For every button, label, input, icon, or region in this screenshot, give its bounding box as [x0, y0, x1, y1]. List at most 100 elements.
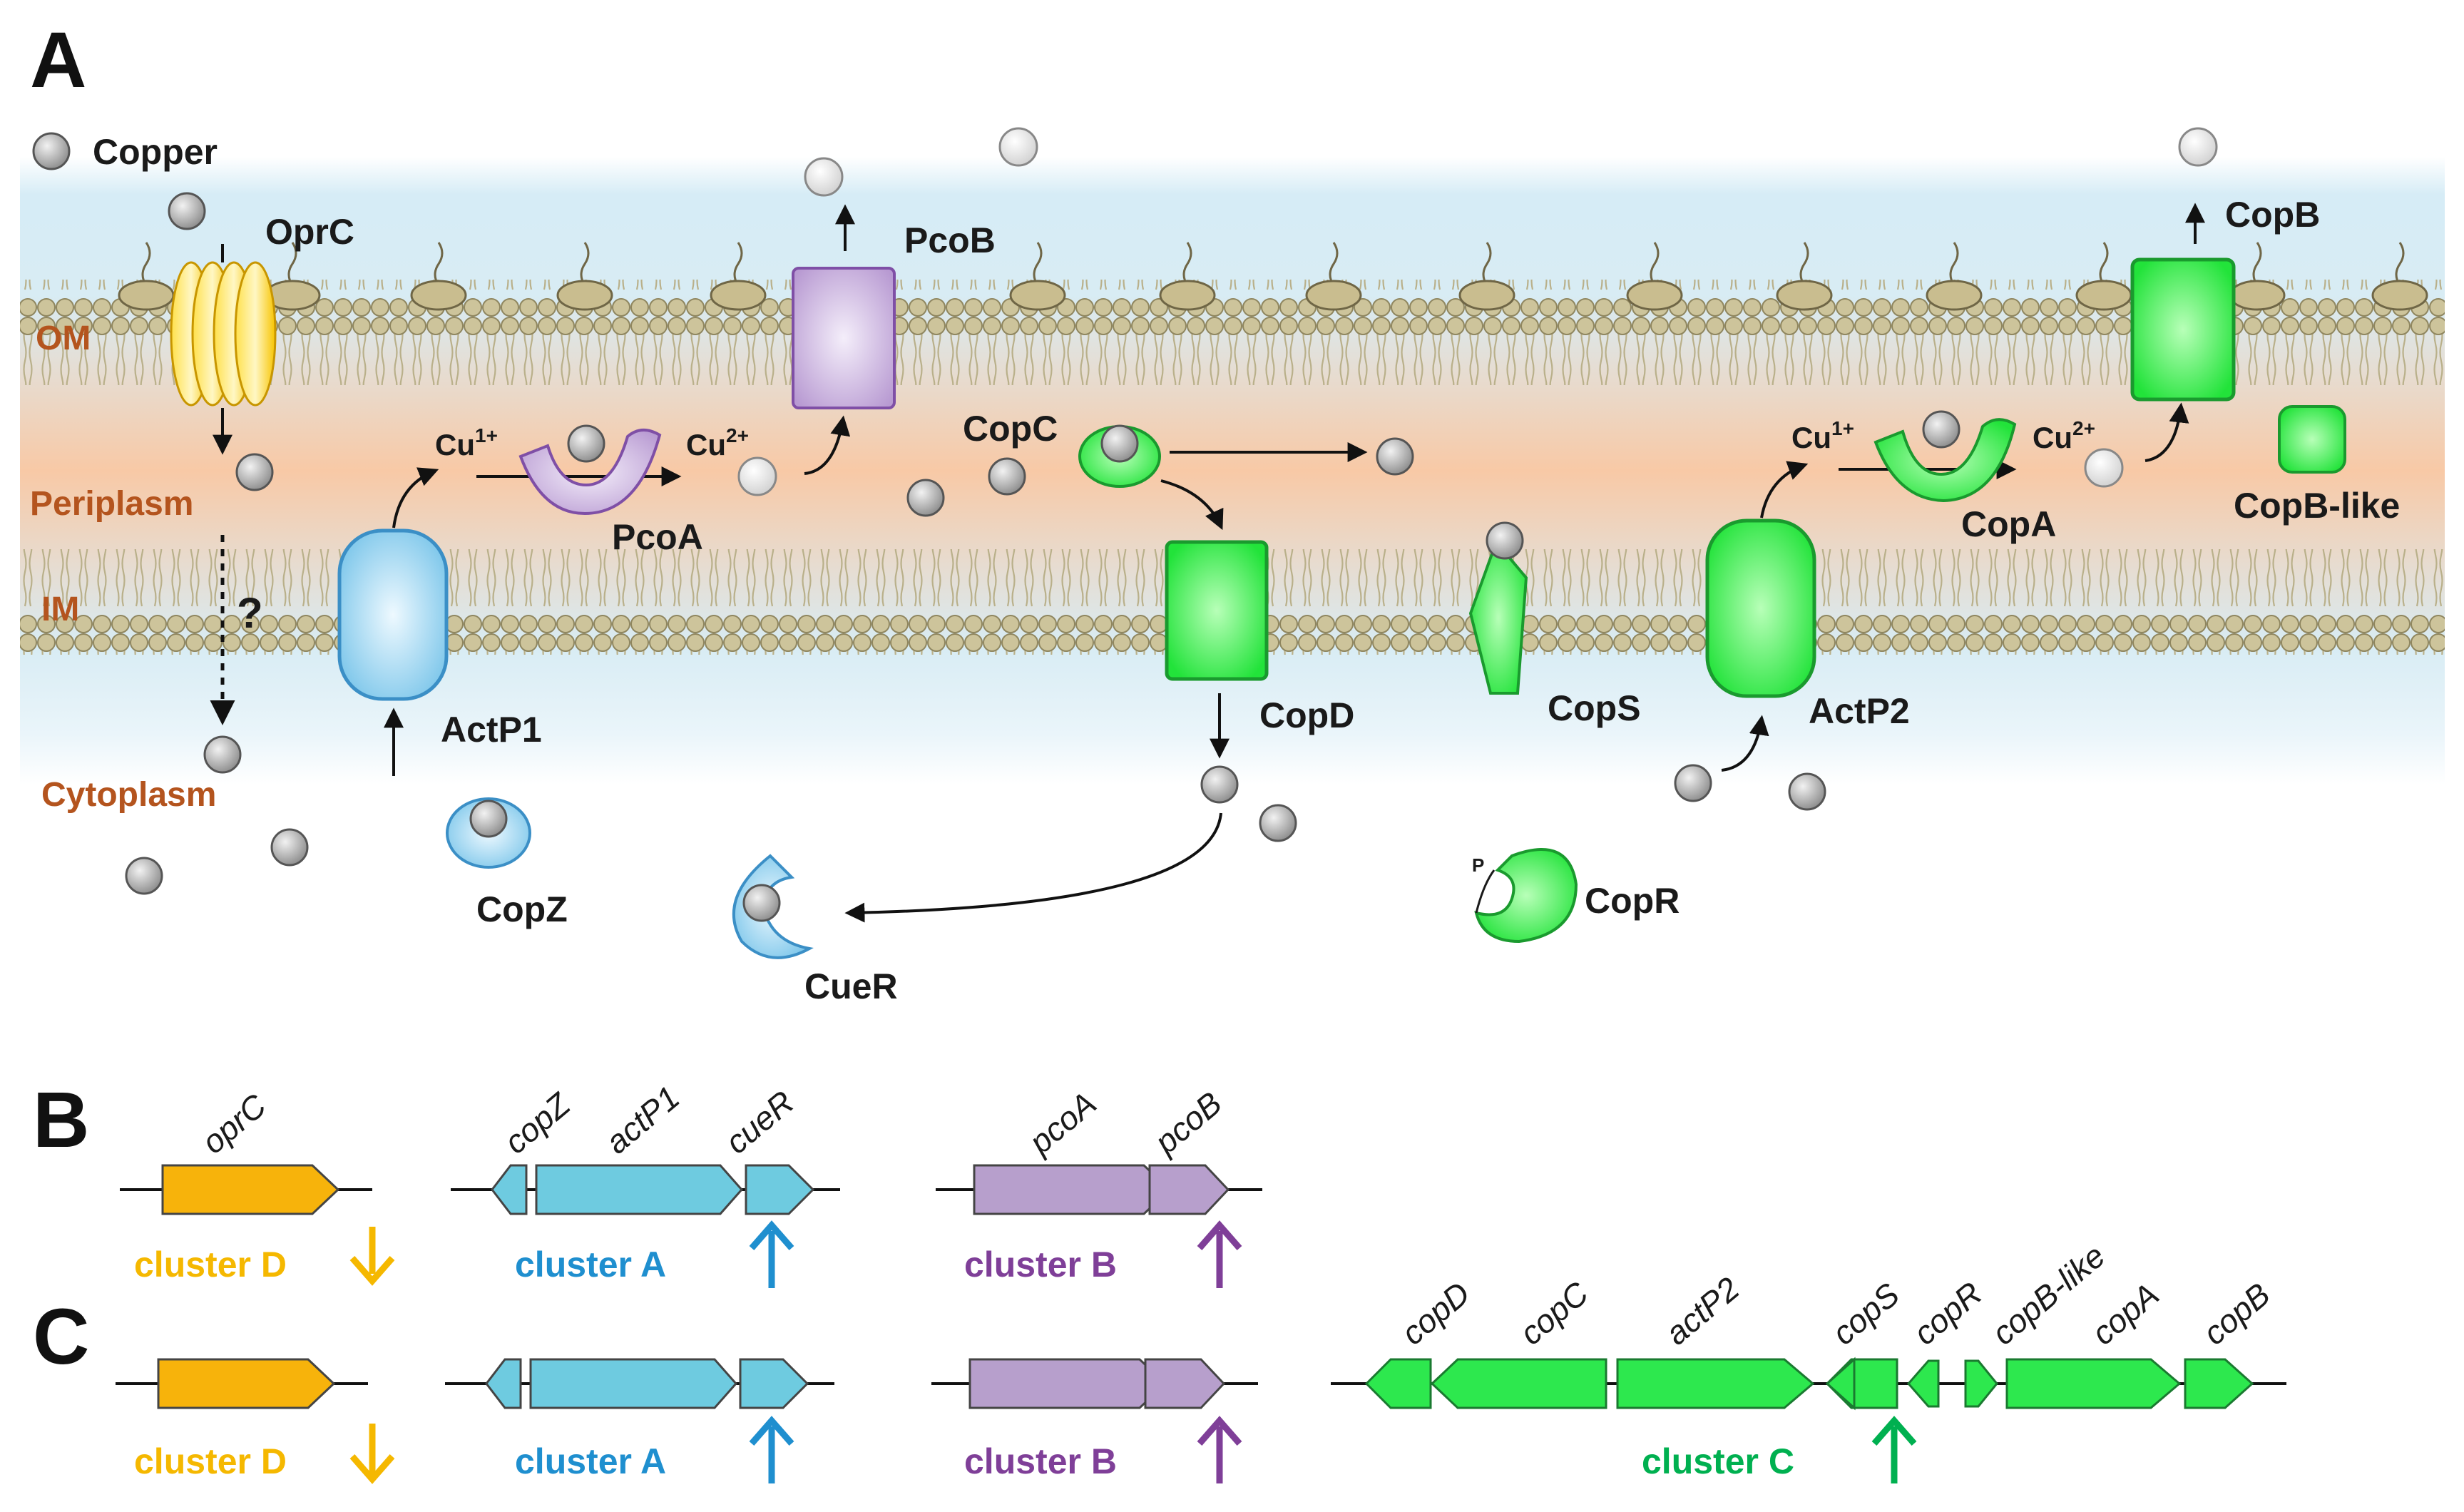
- label-cu2-right: Cu2+: [2033, 417, 2095, 454]
- gene-label-pcoa-b: pcoA: [1021, 1084, 1103, 1162]
- lps-decorations: [118, 242, 2428, 311]
- copper-ion: [203, 735, 242, 774]
- cluster-d-arrow-b: [349, 1256, 395, 1286]
- pcob-efflux: [792, 267, 896, 409]
- gene-pcoa-c: [968, 1358, 1167, 1409]
- gene-cops-c: [1853, 1358, 1898, 1409]
- label-oprc: OprC: [265, 212, 354, 252]
- copper-legend-label: Copper: [93, 132, 218, 172]
- gene-label-copb: copB: [2196, 1275, 2277, 1352]
- label-copa: CopA: [1961, 504, 2056, 544]
- cluster-b-label-b: cluster B: [964, 1245, 1117, 1284]
- label-copb-like: CopB-like: [2234, 486, 2400, 526]
- gene-cuer-c: [739, 1358, 809, 1409]
- gene-label-copr: copR: [1906, 1275, 1989, 1352]
- pcoa-oxidase: [518, 424, 662, 516]
- cops-sensor-kinase: [1468, 521, 1528, 695]
- gene-pcob-b: [1148, 1164, 1230, 1215]
- copper-ion-oxidized: [2178, 127, 2218, 167]
- gene-label-oprc-b: oprC: [195, 1086, 273, 1160]
- region-periplasm: Periplasm: [30, 485, 193, 523]
- gene-copr-c: [1907, 1359, 1940, 1408]
- region-cytoplasm: Cytoplasm: [41, 776, 216, 814]
- gene-cuer-b: [745, 1164, 815, 1215]
- gene-copb-like-c: [1964, 1359, 1998, 1408]
- gene-copd-c: [1364, 1358, 1432, 1409]
- gene-label-copc: copC: [1513, 1274, 1595, 1352]
- cluster-d-label-c: cluster D: [134, 1441, 287, 1481]
- copa-oxidase: [1873, 410, 2017, 503]
- copper-legend-ball: [32, 132, 71, 170]
- copz-chaperone: [446, 797, 531, 869]
- gene-oprc-b: [161, 1164, 340, 1215]
- label-cu2-left: Cu2+: [686, 424, 749, 461]
- cluster-b-arrow-b: [1197, 1220, 1242, 1250]
- gene-copa-c: [2005, 1358, 2182, 1409]
- gene-copz-b: [491, 1164, 528, 1215]
- copper-ion: [906, 479, 945, 517]
- gene-label-cuer-b: cueR: [718, 1083, 801, 1161]
- label-copr: CopR: [1585, 881, 1680, 921]
- gene-copb-c: [2184, 1358, 2254, 1409]
- actp2-transporter: [1705, 519, 1816, 698]
- cluster-b-label-c: cluster B: [964, 1441, 1117, 1481]
- cluster-b-arrow-c: [1197, 1416, 1242, 1446]
- panel-a: A Copper OM Periplasm IM Cytoplasm OprC …: [20, 16, 2445, 1006]
- cluster-a-label-b: cluster A: [515, 1245, 666, 1284]
- copper-ion-oxidized: [737, 456, 777, 496]
- copper-ion-oxidized: [998, 127, 1038, 167]
- copper-ion: [125, 857, 163, 895]
- panel-letter-b: B: [33, 1076, 89, 1164]
- gene-oprc-c: [157, 1358, 336, 1409]
- copper-ion: [1788, 772, 1826, 811]
- copper-ion: [270, 828, 309, 867]
- gene-actp2-c: [1616, 1358, 1815, 1409]
- panel-c: C cluster D cluster A cluster B: [33, 1237, 2286, 1484]
- gene-label-copz-b: copZ: [497, 1085, 578, 1161]
- panel-b: B oprC cluster D copZ actP1 cueR cluster…: [33, 1076, 1262, 1288]
- gene-label-cops: copS: [1825, 1275, 1906, 1352]
- panel-letter-a: A: [30, 16, 86, 104]
- cluster-a-arrow-c: [749, 1416, 794, 1446]
- label-actp1: ActP1: [441, 710, 542, 750]
- phospho-mark: P: [1472, 854, 1484, 876]
- cuer-regulator: [732, 854, 814, 959]
- panel-letter-c: C: [33, 1293, 89, 1381]
- copb-efflux: [2130, 257, 2236, 402]
- copd-importer: [1165, 540, 1269, 681]
- gene-label-copa: copA: [2085, 1275, 2166, 1352]
- label-cu1-right: Cu1+: [1791, 417, 1854, 454]
- gene-pcoa-b: [973, 1164, 1172, 1215]
- cluster-c-arrow: [1871, 1416, 1917, 1446]
- label-copb: CopB: [2225, 195, 2320, 235]
- label-cu1-left: Cu1+: [435, 424, 498, 461]
- cluster-d-label-b: cluster D: [134, 1245, 287, 1284]
- gene-label-copb-like: copB-like: [1985, 1237, 2112, 1352]
- label-pcob: PcoB: [904, 220, 996, 260]
- unknown-transport-mark: ?: [237, 589, 263, 637]
- copper-ion: [168, 192, 206, 230]
- gene-label-actp2: actP2: [1658, 1270, 1747, 1352]
- copper-ion: [988, 457, 1026, 496]
- copper-ion: [1259, 804, 1297, 842]
- cluster-d-arrow-c: [349, 1454, 395, 1484]
- copper-ion: [1200, 765, 1239, 804]
- cluster-a-arrow-b: [749, 1220, 794, 1250]
- region-om: OM: [36, 320, 91, 357]
- copper-ion: [235, 453, 274, 491]
- oprc-porin: [170, 261, 277, 407]
- copper-ion-oxidized: [804, 157, 844, 197]
- label-cuer: CueR: [804, 966, 898, 1006]
- copper-ion-oxidized: [2084, 448, 2124, 488]
- gene-pcob-c: [1144, 1358, 1226, 1409]
- label-copc: CopC: [963, 409, 1058, 449]
- gene-copc-c: [1430, 1358, 1607, 1409]
- cluster-a-label-c: cluster A: [515, 1441, 666, 1481]
- label-copz: CopZ: [476, 889, 568, 929]
- copc-protein: [1078, 424, 1161, 488]
- actp1-transporter: [337, 528, 449, 701]
- copper-ion: [1376, 437, 1414, 476]
- gene-label-copd: copD: [1394, 1275, 1477, 1352]
- label-actp2: ActP2: [1809, 691, 1910, 731]
